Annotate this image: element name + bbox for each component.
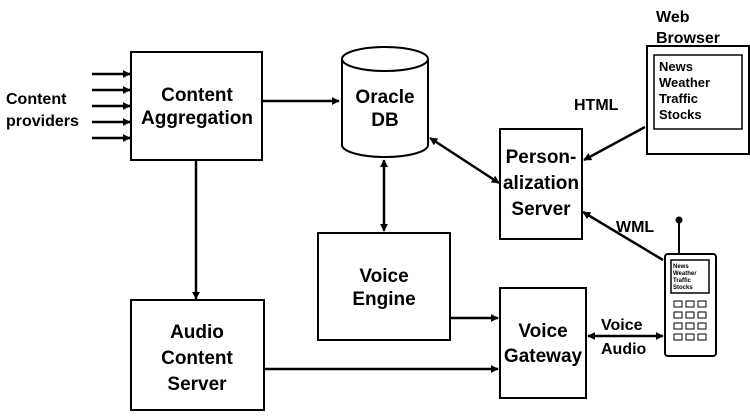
content-providers-label: Content providers — [6, 91, 79, 130]
html-edge-label: HTML — [574, 97, 619, 114]
wml-edge-label: WML — [616, 219, 654, 236]
svg-text:Stocks: Stocks — [673, 285, 693, 291]
svg-text:News: News — [659, 59, 693, 74]
svg-text:alization: alization — [503, 173, 579, 194]
oracle-db-node: Oracle DB — [341, 46, 429, 158]
mobile-phone-node: News Weather Traffic Stocks — [664, 216, 717, 357]
phone-to-personalization-arrow — [582, 210, 664, 262]
db-personalization-arrow — [429, 136, 500, 185]
phone-screen — [670, 259, 710, 294]
personalization-server-node: Person- alization Server — [499, 128, 583, 240]
svg-text:Aggregation: Aggregation — [141, 108, 253, 129]
svg-text:DB: DB — [371, 110, 398, 131]
svg-text:Audio: Audio — [170, 322, 224, 343]
svg-text:Server: Server — [511, 199, 571, 220]
voice-gateway-node: Voice Gateway — [499, 287, 587, 399]
svg-text:Engine: Engine — [352, 289, 415, 310]
svg-text:Weather: Weather — [659, 75, 710, 90]
svg-text:Content: Content — [6, 91, 67, 108]
provider-arrows — [92, 70, 131, 142]
svg-text:Traffic: Traffic — [673, 278, 692, 284]
svg-text:Traffic: Traffic — [659, 91, 698, 106]
svg-text:Web: Web — [656, 9, 690, 26]
svg-text:Person-: Person- — [506, 147, 577, 168]
svg-text:Content: Content — [161, 85, 233, 106]
voice-engine-node: Voice Engine — [317, 232, 451, 341]
svg-text:providers: providers — [6, 113, 79, 130]
svg-text:Browser: Browser — [656, 30, 720, 47]
web-browser-node: Web Browser News Weather Traffic Stocks — [646, 9, 750, 155]
phone-antenna-tip — [675, 216, 683, 224]
svg-text:Server: Server — [167, 374, 227, 395]
content-aggregation-node: Content Aggregation — [130, 51, 263, 161]
svg-text:Gateway: Gateway — [504, 346, 583, 367]
browser-content-area — [653, 54, 743, 130]
svg-text:Voice: Voice — [359, 266, 408, 287]
svg-text:News: News — [673, 264, 689, 270]
svg-text:Oracle: Oracle — [355, 87, 414, 108]
connectors — [192, 97, 664, 373]
svg-text:Content: Content — [161, 348, 233, 369]
browser-to-personalization-arrow — [583, 125, 646, 162]
phone-keypad — [673, 300, 707, 341]
audio-content-server-node: Audio Content Server — [130, 299, 265, 411]
svg-text:Weather: Weather — [673, 271, 697, 277]
voice-edge-label: Voice — [601, 317, 643, 334]
svg-text:Stocks: Stocks — [659, 107, 702, 122]
audio-edge-label: Audio — [601, 341, 647, 358]
svg-text:Voice: Voice — [518, 321, 567, 342]
